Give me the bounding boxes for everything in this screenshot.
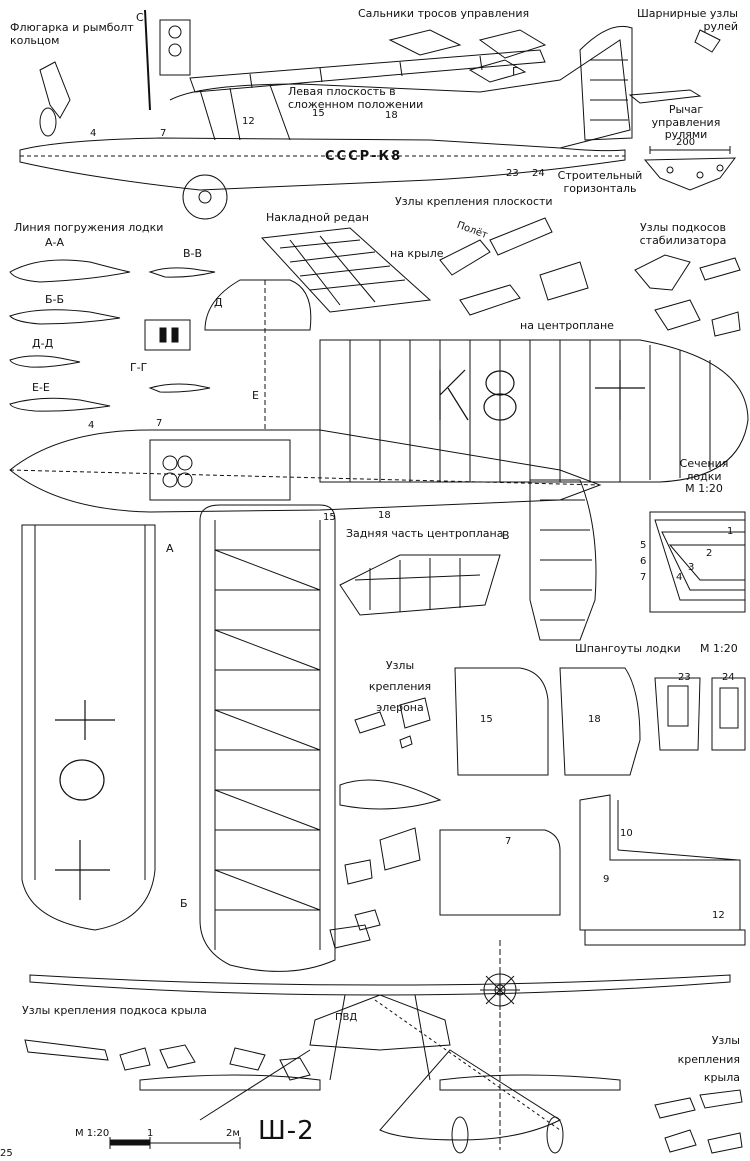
label-on-center-section: на центроплане xyxy=(520,319,614,332)
hull-section-4: 4 xyxy=(676,572,683,583)
label-vane: Флюгарка и рымболт кольцом xyxy=(10,21,134,47)
section-ee: Е-Е xyxy=(32,381,50,394)
label-aileron-attach: Узлы крепления элерона xyxy=(368,659,432,714)
hinge-unit-parts xyxy=(628,29,721,104)
station-24-side: 24 xyxy=(532,168,545,179)
label-left-wing-folded: Левая плоскость в сложенном положении xyxy=(288,85,424,111)
label-strut-attach: Узлы крепления подкоса крыла xyxy=(22,1004,207,1017)
hull-section-3: 3 xyxy=(688,562,695,573)
page-number: 25 xyxy=(0,1148,13,1159)
cable-seal-parts xyxy=(388,29,547,83)
frame-23: 23 xyxy=(678,672,691,683)
marker-e: Е xyxy=(252,389,259,402)
top-wing-registration xyxy=(439,360,645,421)
label-hull-frames-scale: М 1:20 xyxy=(700,642,738,655)
side-view xyxy=(19,9,633,220)
section-vv: В-В xyxy=(183,247,203,260)
top-view xyxy=(9,279,749,972)
station-18-side: 18 xyxy=(385,110,398,121)
label-control-lever: Рычаг управления рулями xyxy=(651,103,721,142)
wing-attach-parts xyxy=(439,217,589,316)
station-15-top: 15 xyxy=(323,512,336,523)
frame-10: 10 xyxy=(620,828,633,839)
marker-d: Д xyxy=(214,296,223,309)
scale-mark-2m: 2м xyxy=(226,1128,240,1139)
label-hinge-units: Шарнирные узлы рулей xyxy=(636,7,738,33)
frame-15: 15 xyxy=(480,714,493,725)
hull-section-1: 1 xyxy=(727,526,734,537)
frame-9: 9 xyxy=(603,874,610,885)
station-18-top: 18 xyxy=(378,510,391,521)
station-7-top: 7 xyxy=(156,418,163,429)
label-hull-sections: Сечения лодки М 1:20 xyxy=(679,457,729,496)
control-lever-part xyxy=(643,146,737,191)
station-7-side: 7 xyxy=(160,128,167,139)
station-15-side: 15 xyxy=(312,108,325,119)
marker-c: С xyxy=(136,11,144,24)
marker-a: А xyxy=(166,542,174,555)
section-gg: Г-Г xyxy=(130,361,148,374)
lower-wing-registration xyxy=(55,700,115,900)
label-wing-attach-bottom: Узлы крепления крыла xyxy=(677,1034,740,1085)
stab-strut-parts xyxy=(634,254,741,337)
station-4-top: 4 xyxy=(88,420,95,431)
aileron-attach-parts xyxy=(329,697,442,949)
station-23-side: 23 xyxy=(506,168,519,179)
label-hull-frames: Шпангоуты лодки xyxy=(575,642,681,655)
marker-v: В xyxy=(502,529,510,542)
label-construction-horizontal: Строительный горизонталь xyxy=(557,169,643,195)
drawing-title: Ш-2 xyxy=(258,1116,315,1146)
hull-section-5: 5 xyxy=(640,540,647,551)
scale-label: М 1:20 xyxy=(75,1128,110,1139)
station-12-side: 12 xyxy=(242,116,255,127)
hull-frames xyxy=(439,667,746,946)
scale-mark-1: 1 xyxy=(147,1128,154,1139)
hull-section-6: 6 xyxy=(640,556,647,567)
hull-section-2: 2 xyxy=(706,548,713,559)
rear-center-section xyxy=(339,554,501,616)
scale-bar xyxy=(109,1137,241,1149)
section-bb: Б-Б xyxy=(45,293,65,306)
station-4-side: 4 xyxy=(90,128,97,139)
label-cable-seals: Сальники тросов управления xyxy=(358,7,530,20)
wing-attach-bottom-parts xyxy=(654,1089,743,1154)
strut-attach-parts xyxy=(24,1039,311,1081)
front-view xyxy=(29,940,731,1154)
hull-section-detail xyxy=(649,511,746,613)
overlay-step xyxy=(260,227,432,313)
label-rear-center-section: Задняя часть центроплана xyxy=(346,527,504,540)
frame-24: 24 xyxy=(722,672,735,683)
hull-registration: СССР-К8 xyxy=(325,149,403,164)
label-wing-attach-units: Узлы крепления плоскости xyxy=(395,195,553,208)
section-aa: А-А xyxy=(45,236,65,249)
airfoil-sections xyxy=(9,259,216,412)
label-dim-200: 200 xyxy=(676,137,696,148)
label-waterline: Линия погружения лодки xyxy=(14,221,164,234)
frame-12: 12 xyxy=(712,910,725,921)
frame-7: 7 xyxy=(505,836,512,847)
label-overlay-step: Накладной редан xyxy=(266,211,369,224)
label-on-wing: на крыле xyxy=(390,247,444,260)
label-stab-strut-units: Узлы подкосов стабилизатора xyxy=(639,221,727,247)
frame-18: 18 xyxy=(588,714,601,725)
hull-section-7: 7 xyxy=(640,572,647,583)
marker-g: Г xyxy=(512,65,519,78)
section-dd: Д-Д xyxy=(32,337,54,350)
label-pvd: ПВД xyxy=(335,1012,358,1023)
marker-b: Б xyxy=(180,897,188,910)
